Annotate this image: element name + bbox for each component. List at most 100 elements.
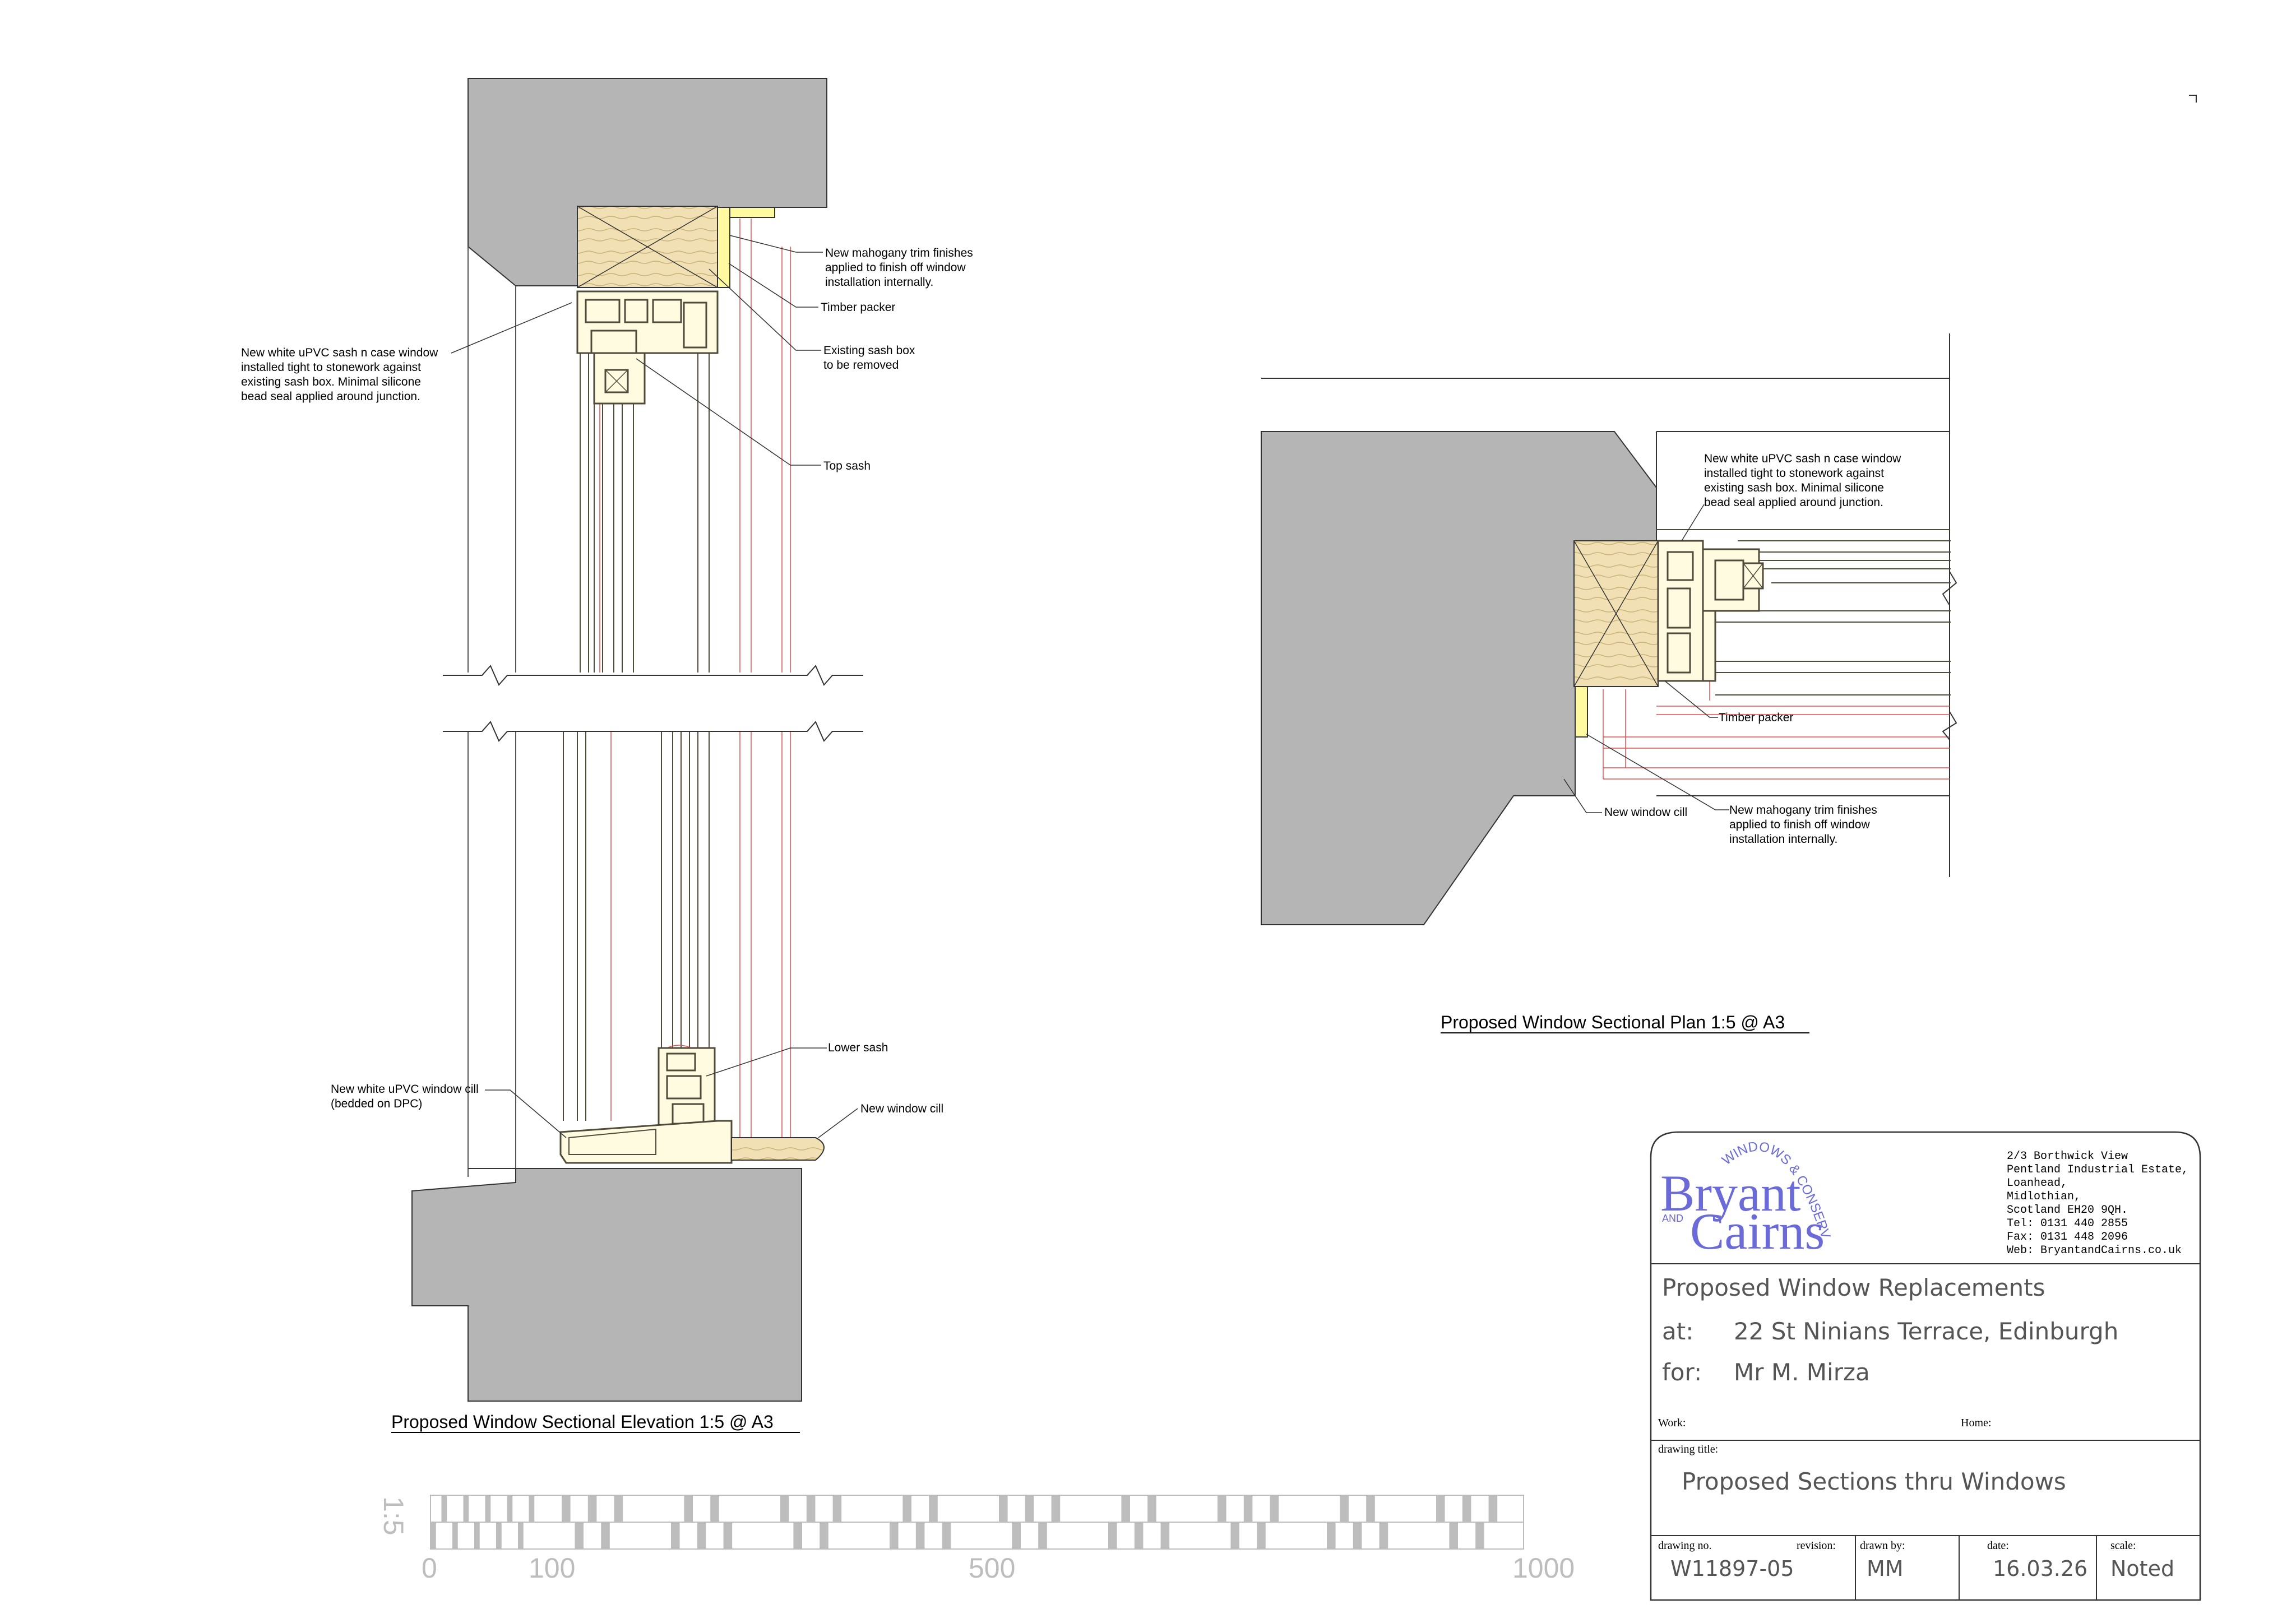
company-address: 2/3 Borthwick View Pentland Industrial E… [2007, 1150, 2195, 1257]
scale-label: 1:5 [378, 1496, 409, 1536]
scale-block [915, 1522, 925, 1549]
scale-block [1257, 1522, 1266, 1549]
scale-tick-0: 0 [422, 1552, 437, 1584]
scale-block [1230, 1522, 1239, 1549]
scale-block [1108, 1522, 1117, 1549]
scale-block [684, 1495, 693, 1522]
scale-block [1327, 1522, 1336, 1549]
scale-block [820, 1522, 828, 1549]
plan-note-window: New white uPVC sash n case window [1704, 452, 1901, 465]
scale-block [1025, 1495, 1034, 1522]
scale-tick-100: 100 [529, 1552, 575, 1584]
scale-block [1436, 1495, 1445, 1522]
scale-bar: 1:5 0 100 500 1000 [378, 1495, 1575, 1584]
head-trim [717, 207, 730, 288]
scale-block [614, 1495, 623, 1522]
drawn-by: MM [1867, 1556, 1904, 1581]
scale-block [1366, 1495, 1375, 1522]
elev-note-lowersash: Lower sash [828, 1041, 888, 1054]
scale-block [1475, 1522, 1484, 1549]
scale-block [671, 1522, 680, 1549]
scale-block [999, 1495, 1008, 1522]
svg-text:New white uPVC window cill(bed: New white uPVC window cill(bedded on DPC… [331, 1083, 479, 1110]
scale-block [587, 1495, 597, 1522]
elev-note-topsash: Top sash [823, 460, 871, 472]
upvc-cill [559, 1120, 733, 1164]
scale-block [1121, 1495, 1130, 1522]
scale-block [562, 1495, 571, 1522]
head-frame-profile [576, 290, 719, 405]
logo-and: AND [1662, 1213, 1683, 1224]
plan-masonry [1261, 431, 1657, 925]
scale-block [485, 1495, 491, 1522]
drawing-scale: Noted [2110, 1556, 2174, 1581]
logo-word-cairns: Cairns [1690, 1203, 1825, 1260]
elev-note-trim: New mahogany trim finishes [825, 247, 973, 259]
scale-block [1243, 1495, 1253, 1522]
scale-block [1147, 1495, 1156, 1522]
at-label: at: [1662, 1318, 1693, 1345]
elevation-title: Proposed Window Sectional Elevation 1:5 … [391, 1412, 774, 1432]
plan-note-packer: Timber packer [1719, 711, 1793, 724]
drawing-date: 16.03.26 [1993, 1556, 2087, 1581]
title-block: WINDOWS & CONSERVATORIES Bryant AND Cair… [0, 0, 2201, 1601]
svg-text:Timber packer: Timber packer [1719, 711, 1793, 724]
scale-block [806, 1495, 816, 1522]
lower-sash-profile [658, 1045, 716, 1128]
drawing-no-label: drawing no. [1658, 1539, 1712, 1552]
scale-block [1134, 1522, 1144, 1549]
scale-block [929, 1495, 938, 1522]
new-timber-cill [731, 1137, 825, 1161]
client-name: Mr M. Mirza [1734, 1358, 1870, 1386]
scale-block [430, 1522, 436, 1549]
scale-tick-500: 500 [969, 1552, 1015, 1584]
drawing-title-label: drawing title: [1658, 1443, 1718, 1455]
elev-note-sashbox: Existing sash box [823, 344, 915, 357]
scale-block [1340, 1495, 1349, 1522]
scale-label-tb: scale: [2110, 1539, 2136, 1552]
scale-block [1488, 1495, 1498, 1522]
scale-block [1012, 1522, 1021, 1549]
revision-label: revision: [1797, 1539, 1836, 1552]
svg-text:New white uPVC sash n case win: New white uPVC sash n case windowinstall… [1704, 452, 1901, 509]
scale-block [1051, 1495, 1061, 1522]
svg-text:New white uPVC sash n case win: New white uPVC sash n case windowinstall… [241, 346, 438, 403]
scale-block [1218, 1495, 1226, 1522]
scale-block [1353, 1522, 1362, 1549]
scale-block [452, 1522, 458, 1549]
scale-block [496, 1522, 502, 1549]
scale-block [1449, 1522, 1458, 1549]
scale-block [507, 1495, 513, 1522]
scale-block [1379, 1522, 1388, 1549]
scale-block [902, 1495, 911, 1522]
cill-masonry [411, 1168, 802, 1402]
scale-block [518, 1522, 524, 1549]
scale-block [697, 1522, 706, 1549]
scale-block [441, 1495, 447, 1522]
plan-title: Proposed Window Sectional Plan 1:5 @ A3 [1441, 1012, 1785, 1032]
drawn-by-label: drawn by: [1860, 1539, 1905, 1552]
scale-block [780, 1495, 789, 1522]
scale-block [601, 1522, 610, 1549]
home-label: Home: [1961, 1417, 1991, 1429]
svg-text:New window cill: New window cill [1604, 806, 1687, 819]
drawing-title: Proposed Sections thru Windows [1682, 1468, 2066, 1495]
scale-block [474, 1522, 480, 1549]
scale-block [575, 1522, 584, 1549]
date-label: date: [1987, 1539, 2009, 1552]
scale-block [890, 1522, 899, 1549]
svg-text:Lower sash: Lower sash [828, 1041, 888, 1054]
plan-note-newcill: New window cill [1604, 806, 1687, 819]
project-title: Proposed Window Replacements [1662, 1274, 2045, 1301]
work-label: Work: [1658, 1417, 1686, 1429]
scale-block [1038, 1522, 1047, 1549]
scale-tick-1000: 1000 [1512, 1552, 1575, 1584]
scale-block [529, 1495, 535, 1522]
site-address: 22 St Ninians Terrace, Edinburgh [1734, 1318, 2118, 1345]
